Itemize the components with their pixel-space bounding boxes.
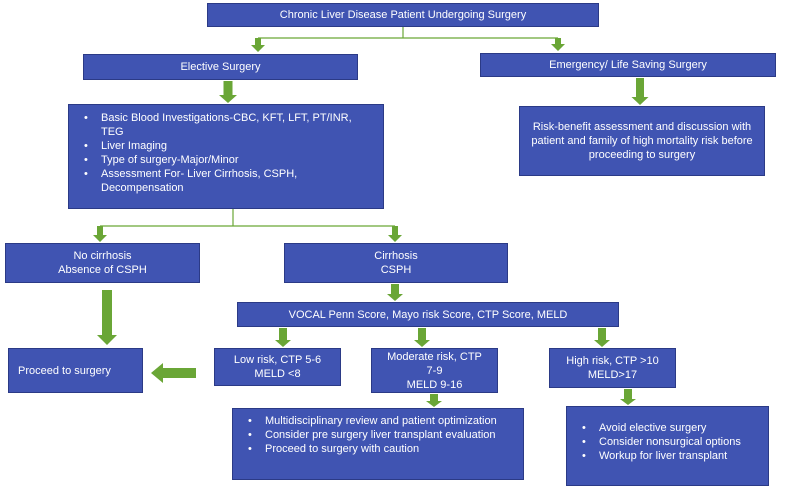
no-cirrhosis-line2: Absence of CSPH (58, 264, 147, 276)
moderate-risk-box: Moderate risk, CTP 7-9 MELD 9-16 (371, 348, 498, 393)
high-actions-item: Avoid elective surgery (582, 421, 762, 435)
moderate-actions-list: Multidisciplinary review and patient opt… (239, 414, 517, 456)
risk-scores-label: VOCAL Penn Score, Mayo risk Score, CTP S… (288, 308, 568, 321)
arrow-to-risk-benefit (631, 78, 649, 105)
proceed-to-surgery-box: Proceed to surgery (8, 348, 143, 393)
elective-surgery-label: Elective Surgery (180, 61, 261, 73)
moderate-risk-line2: 7-9 (426, 364, 443, 377)
arrow-low-risk-to-proceed (151, 363, 196, 383)
high-risk-line2: MELD>17 (587, 369, 638, 381)
investigations-list: Basic Blood Investigations-CBC, KFT, LFT… (75, 111, 377, 195)
arrow-to-no-cirrhosis (93, 226, 107, 242)
moderate-actions-item: Consider pre surgery liver transplant ev… (248, 428, 517, 442)
arrow-to-elective (251, 38, 265, 52)
investigations-item: Type of surgery-Major/Minor (84, 153, 377, 167)
high-actions-box: Avoid elective surgery Consider nonsurgi… (566, 406, 769, 486)
connector-root-branches (258, 27, 558, 39)
connector-investigation-branches (100, 209, 395, 227)
proceed-to-surgery-label: Proceed to surgery (18, 364, 111, 377)
no-cirrhosis-box: No cirrhosis Absence of CSPH (5, 243, 200, 283)
arrow-to-emergency (551, 38, 565, 51)
no-cirrhosis-line1: No cirrhosis (73, 250, 132, 262)
arrow-cirrhosis-to-scores (387, 284, 403, 301)
risk-benefit-label: Risk-benefit assessment and discussion w… (531, 121, 753, 161)
low-risk-line1: Low risk, CTP 5-6 (233, 354, 322, 366)
root-label: Chronic Liver Disease Patient Undergoing… (279, 9, 527, 21)
emergency-surgery-label: Emergency/ Life Saving Surgery (549, 59, 707, 71)
low-risk-line2: MELD <8 (254, 368, 301, 380)
flow-arrows (93, 38, 649, 407)
cirrhosis-line2: CSPH (380, 264, 412, 276)
risk-benefit-box: Risk-benefit assessment and discussion w… (519, 106, 765, 176)
arrow-to-investigations (219, 81, 237, 103)
arrow-no-cirrhosis-to-proceed (97, 290, 117, 345)
moderate-actions-item: Proceed to surgery with caution (248, 442, 517, 456)
high-risk-line1: High risk, CTP >10 (566, 355, 659, 367)
high-actions-item: Workup for liver transplant (582, 449, 762, 463)
investigations-item: Assessment For- Liver Cirrhosis, CSPH, D… (84, 167, 377, 195)
investigations-item: Liver Imaging (84, 139, 377, 153)
arrow-moderate-to-actions (426, 394, 442, 407)
arrow-scores-to-moderate-risk (414, 328, 430, 347)
risk-scores-box: VOCAL Penn Score, Mayo risk Score, CTP S… (237, 302, 619, 327)
connector-lines (100, 27, 558, 227)
arrow-to-cirrhosis (388, 226, 402, 242)
cirrhosis-box: Cirrhosis CSPH (284, 243, 508, 283)
investigations-box: Basic Blood Investigations-CBC, KFT, LFT… (68, 104, 384, 209)
moderate-risk-line3: MELD 9-16 (406, 378, 463, 391)
moderate-risk-line1: Moderate risk, CTP (387, 350, 482, 363)
arrow-scores-to-high-risk (594, 328, 610, 347)
high-actions-list: Avoid elective surgery Consider nonsurgi… (573, 421, 762, 463)
high-risk-box: High risk, CTP >10 MELD>17 (549, 348, 676, 388)
elective-surgery-box: Elective Surgery (83, 54, 358, 80)
arrow-scores-to-low-risk (275, 328, 291, 347)
emergency-surgery-box: Emergency/ Life Saving Surgery (480, 53, 776, 77)
high-actions-item: Consider nonsurgical options (582, 435, 762, 449)
arrow-high-to-actions (620, 389, 636, 405)
moderate-actions-box: Multidisciplinary review and patient opt… (232, 408, 524, 480)
cirrhosis-line1: Cirrhosis (374, 250, 418, 262)
moderate-actions-item: Multidisciplinary review and patient opt… (248, 414, 517, 428)
low-risk-box: Low risk, CTP 5-6 MELD <8 (214, 348, 341, 386)
investigations-item: Basic Blood Investigations-CBC, KFT, LFT… (84, 111, 377, 139)
root-box: Chronic Liver Disease Patient Undergoing… (207, 3, 599, 27)
